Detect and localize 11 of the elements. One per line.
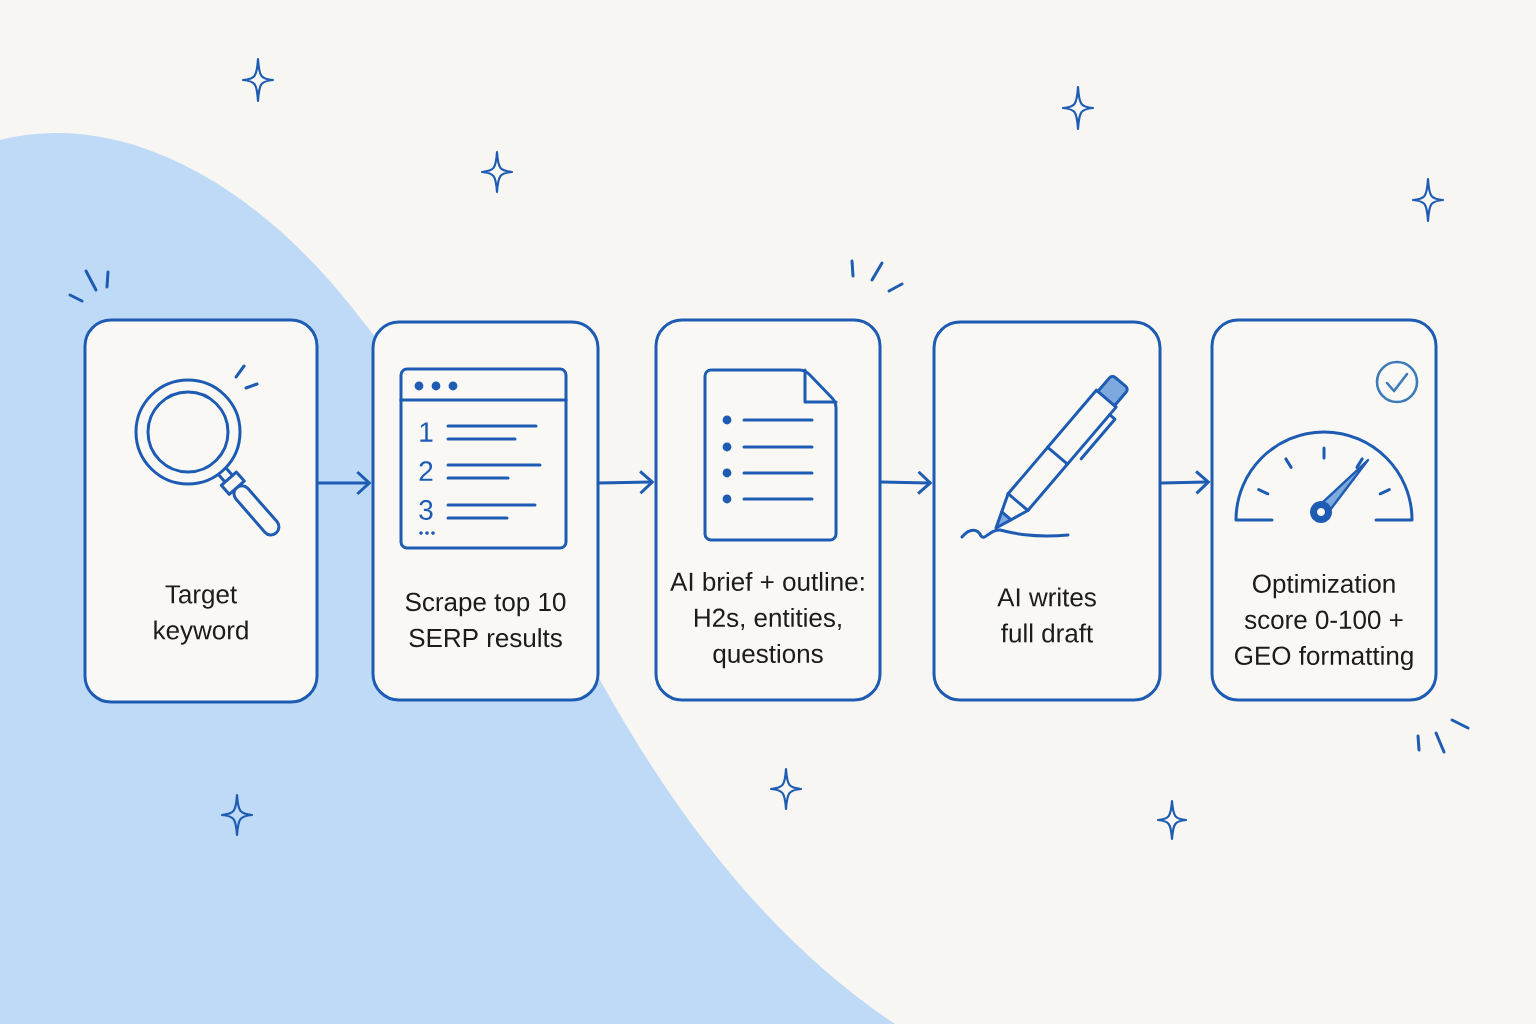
list-number: 1 [420,422,433,442]
arrow [880,470,933,495]
process-box: AI brief + outline: H2s, entities, questions [654,318,882,702]
list-number: 2 [419,461,433,481]
process-box: Target keyword [83,318,319,704]
arrow [598,470,655,495]
list-number: 3 [419,500,433,520]
arrow [317,470,372,496]
process-box: AI writes full draft [932,320,1162,702]
arrow [1160,470,1211,495]
process-box: Optimization score 0-100 + GEO formatting [1210,318,1438,702]
